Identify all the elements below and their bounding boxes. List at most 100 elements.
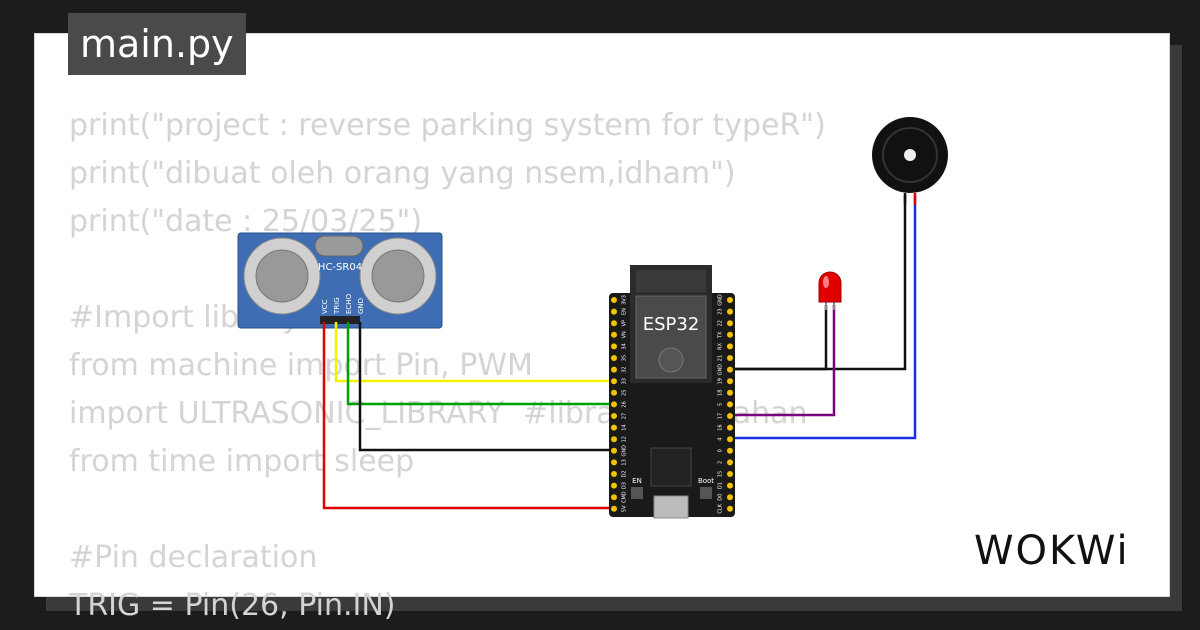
file-tab[interactable]: main.py xyxy=(68,13,246,75)
left-pin-label: D3 xyxy=(622,482,628,489)
right-pin[interactable] xyxy=(727,459,733,466)
code-line: print("project : reverse parking system … xyxy=(69,108,826,143)
boot-button[interactable] xyxy=(700,487,712,499)
right-pin[interactable] xyxy=(727,447,733,454)
right-pin-label: D1 xyxy=(718,482,724,489)
board-name: ESP32 xyxy=(643,314,700,335)
right-pin[interactable] xyxy=(727,366,733,373)
left-pin[interactable] xyxy=(611,482,617,489)
left-pin-label: 12 xyxy=(622,436,628,442)
left-pin[interactable] xyxy=(611,494,617,501)
right-pin[interactable] xyxy=(727,378,733,385)
right-pin[interactable] xyxy=(727,482,733,489)
right-pin-label: 15 xyxy=(718,471,724,477)
left-pin[interactable] xyxy=(611,505,617,512)
left-pin[interactable] xyxy=(611,320,617,327)
right-pin-label: 17 xyxy=(718,413,724,419)
left-pin[interactable] xyxy=(611,355,617,361)
en-button[interactable] xyxy=(631,487,643,499)
right-pin-label: CLK xyxy=(718,503,724,513)
left-pin-label: 35 xyxy=(622,355,628,361)
right-pin[interactable] xyxy=(727,320,733,327)
right-pin[interactable] xyxy=(727,355,733,361)
right-pin-label: 18 xyxy=(718,390,724,396)
wire-trig-yellow xyxy=(334,322,612,383)
left-pin[interactable] xyxy=(611,297,617,303)
wire-echo-green xyxy=(346,322,612,406)
code-line: print("dibuat oleh orang yang nsem,idham… xyxy=(69,156,736,191)
left-pin[interactable] xyxy=(611,331,617,338)
left-pin[interactable] xyxy=(611,413,617,419)
left-pin[interactable] xyxy=(611,424,617,431)
red-led[interactable] xyxy=(818,271,842,310)
wire-buzzer-blue xyxy=(735,195,917,440)
left-pin[interactable] xyxy=(611,389,617,396)
left-pin-label: VN xyxy=(622,331,628,338)
left-pin-label: VP xyxy=(622,320,628,326)
sensor-pin-echo: ECHO xyxy=(345,293,353,314)
sensor-pin-vcc: VCC xyxy=(321,299,329,314)
left-pin[interactable] xyxy=(611,308,617,315)
esp32-board[interactable]: ESP32 EN Boot 3V3ENVPVN34353233252627141… xyxy=(609,265,735,519)
left-pin-label: GND xyxy=(622,445,628,457)
left-pin-label: D2 xyxy=(622,470,628,477)
wire-gnd-black xyxy=(358,322,612,452)
right-pin[interactable] xyxy=(727,413,733,419)
left-pin[interactable] xyxy=(611,447,617,454)
right-pin-label: D0 xyxy=(718,494,724,501)
right-pin-label: TX xyxy=(718,331,724,339)
right-pin-label: GND xyxy=(718,294,724,306)
right-pin-label: 21 xyxy=(718,355,724,361)
sensor-name: HC-SR04 xyxy=(318,262,362,273)
right-pin[interactable] xyxy=(727,389,733,396)
right-pin[interactable] xyxy=(727,401,733,408)
right-pin-label: RX xyxy=(718,342,724,349)
project-card[interactable]: print("project : reverse parking system … xyxy=(34,33,1170,623)
code-line: from time import sleep xyxy=(69,444,415,479)
left-pin[interactable] xyxy=(611,378,617,385)
right-pin[interactable] xyxy=(727,331,733,338)
left-pin-label: 34 xyxy=(622,343,628,349)
left-pin[interactable] xyxy=(611,436,617,443)
right-pin[interactable] xyxy=(727,494,733,501)
button-boot-label: Boot xyxy=(698,477,714,485)
right-pin[interactable] xyxy=(727,471,733,477)
right-pin-label: 16 xyxy=(718,424,724,430)
left-pin-label: 3V3 xyxy=(622,295,628,305)
right-pin[interactable] xyxy=(727,343,733,350)
left-pin-label: 5V xyxy=(622,505,628,512)
wires xyxy=(322,195,917,510)
right-pin[interactable] xyxy=(727,436,733,443)
code-line: TRIG = Pin(26, Pin.IN) xyxy=(69,588,396,623)
right-pin[interactable] xyxy=(727,297,733,303)
left-pin-label: 33 xyxy=(622,378,628,384)
right-pin-label: 5 xyxy=(718,403,724,406)
left-pin[interactable] xyxy=(611,471,617,477)
right-pin-label: GND xyxy=(718,364,724,376)
ultrasonic-sensor[interactable]: HC-SR04 VCC TRIG ECHO GND xyxy=(237,232,443,329)
wire-led-purple xyxy=(735,305,836,417)
wire-led-black xyxy=(735,305,828,371)
left-pin-label: 26 xyxy=(622,401,628,407)
sensor-pin-trig: TRIG xyxy=(333,297,341,315)
right-pin[interactable] xyxy=(727,424,733,431)
right-pin-label: 19 xyxy=(718,378,724,384)
right-pin-label: 23 xyxy=(718,308,724,314)
right-pin[interactable] xyxy=(727,308,733,315)
left-pin[interactable] xyxy=(611,459,617,466)
button-en-label: EN xyxy=(632,477,642,485)
right-pin[interactable] xyxy=(727,505,733,512)
left-pin[interactable] xyxy=(611,366,617,373)
sensor-pin-gnd: GND xyxy=(357,298,365,314)
left-pin-label: 13 xyxy=(622,459,628,465)
left-pin[interactable] xyxy=(611,401,617,408)
right-pin-label: 4 xyxy=(718,438,724,441)
buzzer[interactable] xyxy=(872,117,948,205)
left-pin-label: 25 xyxy=(622,390,628,396)
left-pin-label: 27 xyxy=(622,413,628,419)
left-pin-label: 32 xyxy=(622,366,628,372)
right-pin-label: 22 xyxy=(718,320,724,326)
left-pin[interactable] xyxy=(611,343,617,350)
left-pin-label: EN xyxy=(622,308,628,315)
